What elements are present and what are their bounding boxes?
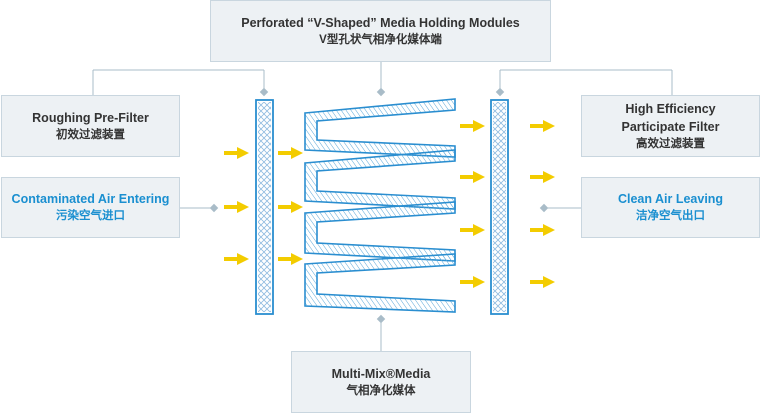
high-efficiency-title-line1: High Efficiency (625, 101, 716, 116)
clean-air-subtitle: 洁净空气出口 (636, 210, 705, 223)
contaminated-air-box: Contaminated Air Entering 污染空气进口 (1, 177, 180, 238)
v-shaped-media-modules (304, 98, 456, 313)
contaminated-air-subtitle: 污染空气进口 (56, 210, 125, 223)
arrow-out-2 (530, 171, 555, 183)
arrow-out-1 (530, 120, 555, 132)
arrow-media-out-1 (460, 120, 485, 132)
arrow-in-3 (224, 253, 249, 265)
arrow-media-out-4 (460, 276, 485, 288)
clean-air-box: Clean Air Leaving 洁净空气出口 (581, 177, 760, 238)
multi-mix-media-subtitle: 气相净化媒体 (346, 384, 416, 397)
arrow-mid-1 (278, 147, 303, 159)
roughing-pre-filter-title: Roughing Pre-Filter (32, 110, 149, 125)
media-holding-modules-title: Perforated “V-Shaped” Media Holding Modu… (241, 15, 520, 30)
high-efficiency-title-line2: Participate Filter (621, 119, 720, 134)
arrow-mid-2 (278, 201, 303, 213)
roughing-filter-panel (255, 99, 274, 315)
airflow-arrows (224, 120, 555, 288)
clean-air-title: Clean Air Leaving (617, 192, 724, 207)
high-efficiency-subtitle: 高效过滤装置 (636, 137, 705, 150)
arrow-media-out-3 (460, 224, 485, 236)
arrow-out-3 (530, 224, 555, 236)
arrow-in-1 (224, 147, 249, 159)
high-efficiency-filter-box: High Efficiency Participate Filter 高效过滤装… (581, 95, 760, 157)
multi-mix-media-box: Multi-Mix®Media 气相净化媒体 (291, 351, 471, 413)
arrow-in-2 (224, 201, 249, 213)
contaminated-air-title: Contaminated Air Entering (11, 192, 170, 207)
media-holding-modules-box: Perforated “V-Shaped” Media Holding Modu… (210, 0, 551, 62)
arrow-media-out-2 (460, 171, 485, 183)
arrow-mid-3 (278, 253, 303, 265)
arrow-out-4 (530, 276, 555, 288)
roughing-pre-filter-subtitle: 初效过滤装置 (56, 128, 125, 141)
media-holding-modules-subtitle: V型孔状气相净化媒体端 (319, 33, 442, 46)
connector-lines (92, 62, 673, 351)
high-efficiency-filter-panel (490, 99, 509, 315)
roughing-pre-filter-box: Roughing Pre-Filter 初效过滤装置 (1, 95, 180, 157)
multi-mix-media-title: Multi-Mix®Media (331, 366, 431, 381)
